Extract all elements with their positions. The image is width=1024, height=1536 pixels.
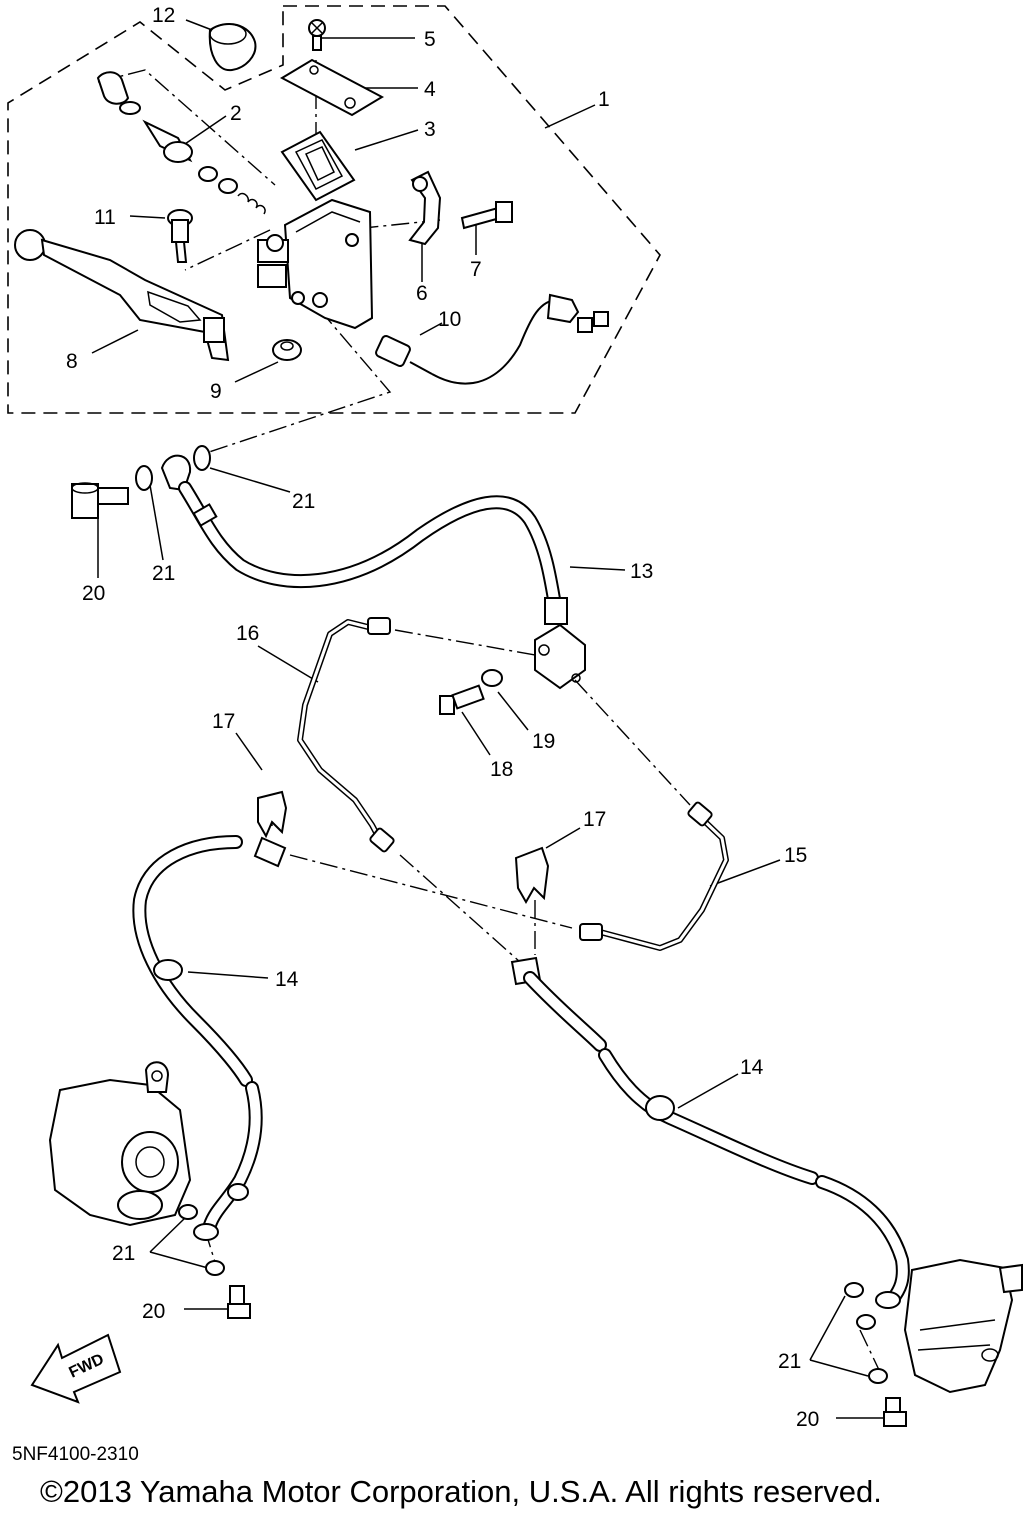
- boot: [208, 23, 257, 72]
- right-caliper: [903, 1258, 1023, 1394]
- copyright-notice: ©2013 Yamaha Motor Corporation, U.S.A. A…: [40, 1474, 882, 1509]
- forward-arrow-icon: FWD: [30, 1333, 122, 1404]
- part-label-21-upper-left: 21: [152, 562, 175, 585]
- part-label-21-left-caliper: 21: [112, 1242, 135, 1265]
- part-label-18: 18: [490, 758, 513, 781]
- left-caliper-bolt: [227, 1285, 251, 1319]
- part-label-17-left: 17: [212, 710, 235, 733]
- part-label-19: 19: [532, 730, 555, 753]
- leader-lines: [91, 19, 886, 1419]
- part-label-7: 7: [470, 258, 482, 281]
- part-label-15: 15: [784, 844, 807, 867]
- part-label-17-right: 17: [583, 808, 606, 831]
- drawing-number: 5NF4100-2310: [12, 1444, 139, 1465]
- master-cylinder-assembly-outline: [7, 5, 661, 414]
- brake-light-switch: [375, 335, 433, 375]
- part-label-9: 9: [210, 380, 222, 403]
- right-caliper-bolt: [883, 1397, 907, 1427]
- diaphragm: [280, 130, 356, 202]
- part-label-10: 10: [438, 308, 461, 331]
- right-caliper-washers: [844, 1282, 888, 1384]
- part-label-3: 3: [424, 118, 436, 141]
- reservoir-cap: [279, 58, 385, 117]
- part-label-12: 12: [152, 4, 175, 27]
- junction-washer: [481, 669, 503, 687]
- pivot-nut: [272, 339, 302, 361]
- part-label-20-upper: 20: [82, 582, 105, 605]
- part-label-13: 13: [630, 560, 653, 583]
- pivot-bolt: [167, 209, 193, 263]
- left-caliper: [48, 1061, 192, 1227]
- brake-hose-left: [132, 835, 287, 1241]
- brake-lever: [14, 229, 230, 362]
- part-label-21-right-caliper: 21: [778, 1350, 801, 1373]
- junction-block: [534, 623, 586, 690]
- part-label-14-right: 14: [740, 1056, 764, 1079]
- switch-wire: [431, 293, 609, 385]
- clamp-bolt: [460, 201, 513, 230]
- master-cylinder-body: [257, 198, 374, 330]
- hose-holder-left: [257, 790, 288, 839]
- piston-kit: [96, 71, 266, 215]
- upper-washers: [135, 445, 211, 491]
- hose-holder-right: [514, 846, 550, 905]
- handlebar-clamp: [408, 170, 442, 246]
- part-label-5: 5: [424, 28, 436, 51]
- part-label-14-left: 14: [275, 968, 299, 991]
- part-label-6: 6: [416, 282, 428, 305]
- part-label-16: 16: [236, 622, 259, 645]
- part-label-4: 4: [424, 78, 436, 101]
- brake-pipe-right: [579, 801, 729, 951]
- brake-hose-upper: [160, 454, 568, 625]
- part-labels: 1 2 3 4 5 6 7 8 9 10 11 12 13 14 14 15 1…: [66, 4, 819, 1431]
- part-label-1: 1: [598, 88, 610, 111]
- upper-banjo-bolt: [71, 482, 129, 519]
- brake-pipe-left: [297, 617, 395, 853]
- part-label-11: 11: [94, 206, 116, 229]
- reservoir-screw: [308, 19, 326, 51]
- part-label-21-upper-right: 21: [292, 490, 315, 513]
- part-label-2: 2: [230, 102, 242, 125]
- part-label-20-right: 20: [796, 1408, 819, 1431]
- brake-hose-right: [510, 956, 910, 1309]
- junction-bolt: [439, 684, 485, 715]
- part-label-20-left: 20: [142, 1300, 165, 1323]
- left-caliper-washers: [178, 1204, 225, 1276]
- part-label-8: 8: [66, 350, 78, 373]
